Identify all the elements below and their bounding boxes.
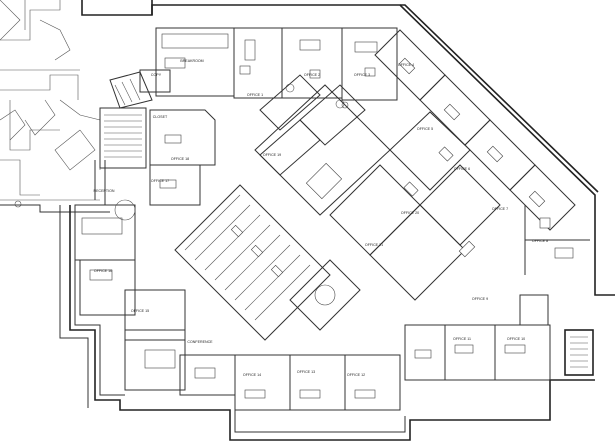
label-office-19: OFFICE 19 [263,153,281,157]
label-office-8: OFFICE 8 [532,239,548,243]
top-rooms [155,27,398,109]
label-office-9: OFFICE 9 [472,297,488,301]
room-labels: BREAKROOM COPY CLOSET OFFICE 1 OFFICE 2 … [94,59,549,377]
label-office-7: OFFICE 7 [492,207,508,211]
label-office-4: OFFICE 4 [398,63,414,67]
label-office-1: OFFICE 1 [247,93,263,97]
label-office-16: OFFICE 16 [94,269,112,273]
label-office-18: OFFICE 18 [171,157,189,161]
label-breakroom: BREAKROOM [180,59,203,63]
label-office-13: OFFICE 13 [297,370,315,374]
label-office-6: OFFICE 6 [454,167,470,171]
label-office-2: OFFICE 2 [304,73,320,77]
stair-lower-right [564,329,594,376]
building-outline [59,0,615,441]
label-conference: CONFERENCE [187,340,213,344]
label-office-20: OFFICE 20 [401,211,419,215]
open-workspace [174,184,361,341]
label-copy: COPY [151,73,162,77]
central-diagonal-core [254,74,501,301]
label-office-15: OFFICE 15 [131,309,149,313]
label-reception: RECEPTION [94,189,115,193]
bottom-rooms [179,294,551,411]
stair-treads [104,114,142,158]
label-office-10: OFFICE 10 [507,337,525,341]
label-closet: CLOSET [153,115,168,119]
label-office-5: OFFICE 5 [417,127,433,131]
right-diagonal-offices [374,29,590,275]
label-office-11: OFFICE 11 [453,337,471,341]
stair-core [99,69,171,169]
existing-building-left [0,0,110,213]
label-office-21: OFFICE 21 [365,243,383,247]
label-office-3: OFFICE 3 [354,73,370,77]
label-office-17: OFFICE 17 [151,179,169,183]
label-office-12: OFFICE 12 [347,373,365,377]
left-offices [74,109,216,391]
desk-rows [184,194,311,321]
label-office-14: OFFICE 14 [243,373,261,377]
